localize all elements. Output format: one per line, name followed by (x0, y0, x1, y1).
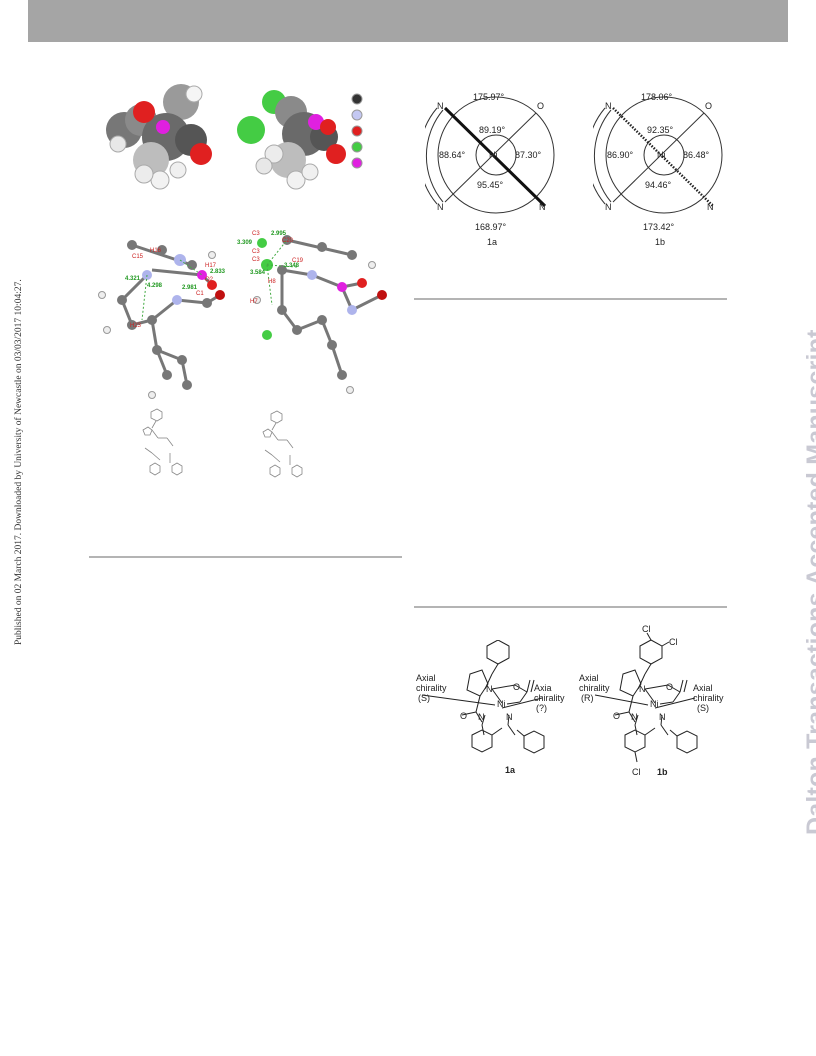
diagram-label-1b: 1b (655, 237, 665, 247)
right-divider-top (414, 298, 727, 300)
space-filling-model-1b (237, 90, 346, 190)
axial-label-left-1b-line2: chirality (579, 683, 610, 693)
atom-n-tl-1b: N (605, 101, 612, 111)
axial-label-left-1a-line2: chirality (416, 683, 447, 693)
crystal-structures: H16 C15 H17 O2 C1 H23 4.321 4.298 2.833 … (98, 231, 387, 399)
crystal-atoms-1a (98, 240, 225, 399)
chemical-structure-1b: Cl Cl Cl Axial chirality (R) Axial chira… (579, 624, 724, 777)
thumbnail-1b (262, 410, 303, 478)
compound-label-1b: 1b (657, 767, 668, 777)
label-c19: C19 (292, 258, 304, 264)
nitrogen-right-1a: N (506, 712, 513, 722)
atom-n-br-1a: N (539, 202, 546, 212)
oxygen-carbonyl-1b: O (613, 711, 620, 721)
angle-inner-bottom-1b: 94.46° (645, 180, 672, 190)
label-c15: C15 (132, 254, 144, 260)
distance-1b-2: 3.309 (237, 240, 253, 246)
ni-center-1a: Ni (489, 150, 498, 160)
right-divider-bottom (414, 606, 727, 608)
nitrogen-right-1b: N (659, 712, 666, 722)
atom-color-legend (351, 93, 363, 169)
angle-inner-top-1a: 89.19° (479, 125, 506, 135)
axial-label-left-1b-line3: (R) (581, 693, 594, 703)
label-h7: H7 (250, 299, 258, 305)
axial-label-right-1b-line2: chirality (693, 693, 724, 703)
download-watermark: Published on 02 March 2017. Downloaded b… (14, 279, 24, 645)
journal-watermark: Dalton Transactions Accepted Manuscript (802, 329, 816, 835)
label-c20: C20 (282, 238, 294, 244)
distance-1a-3: 2.833 (210, 269, 226, 275)
header-bar (28, 0, 788, 42)
nickel-1b: Ni (650, 699, 659, 709)
axial-label-right-1b-line3: (S) (697, 703, 709, 713)
nickel-1a: Ni (497, 699, 506, 709)
nitrogen-top-1a: N (486, 684, 493, 694)
axial-label-right-1b-line1: Axial (693, 683, 713, 693)
left-divider (89, 556, 402, 558)
atom-n-tl-1a: N (437, 101, 444, 111)
label-h17: H17 (205, 263, 217, 269)
atom-n-br-1b: N (707, 202, 714, 212)
distance-1b-3: 3.584 (250, 270, 266, 276)
ni-center-1b: Ni (657, 150, 666, 160)
atom-o-tr-1a: O (537, 101, 544, 111)
oxygen-ring-1b: O (666, 682, 673, 692)
thumbnail-1a (142, 408, 183, 476)
chlorine-top-1b: Cl (642, 624, 651, 634)
crystal-atoms-1b (253, 235, 387, 394)
space-filling-models (106, 84, 363, 190)
compound-label-1a: 1a (505, 765, 516, 775)
angle-bottom-1a: 168.97° (475, 222, 507, 232)
label-c3-a: C3 (252, 231, 260, 237)
nitrogen-left-1b: N (631, 712, 638, 722)
axial-label-right-1a-line2: chirality (534, 693, 565, 703)
axial-label-left-1a-line1: Axial (416, 673, 436, 683)
nitrogen-top-1b: N (639, 684, 646, 694)
angle-diagram-1a: 175.97° 89.19° 88.64° 87.30° 95.45° 168.… (425, 92, 555, 247)
distance-1a-1: 4.321 (125, 276, 141, 282)
contact-lines-1b (266, 239, 298, 306)
oxygen-ring-1a: O (513, 682, 520, 692)
atom-o-tr-1b: O (705, 101, 712, 111)
structure-thumbnails (142, 408, 303, 478)
contact-lines-1a (141, 259, 203, 321)
angle-right-1a: 87.30° (515, 150, 542, 160)
angle-inner-top-1b: 92.35° (647, 125, 674, 135)
angle-bottom-1b: 173.42° (643, 222, 675, 232)
distance-1b-4: 3.348 (284, 263, 300, 269)
distance-1b-1: 2.995 (271, 231, 287, 237)
chlorine-bottom-1b: Cl (632, 767, 641, 777)
label-c1: C1 (196, 291, 204, 297)
label-c3-c: C3 (252, 257, 260, 263)
angle-diagram-1b: 178.06° 92.35° 86.90° 86.48° 94.46° 173.… (593, 92, 723, 247)
axial-label-left-1a-line3: (S) (418, 693, 430, 703)
label-h8: H8 (268, 279, 276, 285)
space-filling-model-1a (106, 84, 212, 190)
label-h23: H23 (130, 323, 142, 329)
angle-top-1a: 175.97° (473, 92, 505, 102)
nitrogen-left-1a: N (478, 712, 485, 722)
angle-left-1a: 88.64° (439, 150, 466, 160)
label-c3-b: C3 (252, 249, 260, 255)
atom-n-bl-1b: N (605, 202, 612, 212)
axial-label-right-1a-line1: Axia (534, 683, 552, 693)
angle-left-1b: 86.90° (607, 150, 634, 160)
distance-1a-4: 2.981 (182, 285, 198, 291)
label-h16: H16 (150, 248, 162, 254)
oxygen-carbonyl-1a: O (460, 711, 467, 721)
label-o2: O2 (205, 277, 214, 283)
atom-n-bl-1a: N (437, 202, 444, 212)
chlorine-right-1b: Cl (669, 637, 678, 647)
axial-label-left-1b-line1: Axial (579, 673, 599, 683)
distance-1a-2: 4.298 (147, 283, 163, 289)
angle-right-1b: 86.48° (683, 150, 710, 160)
chemical-structure-1a: Axial chirality (S) Axia chirality (?) N… (416, 640, 565, 775)
axial-label-right-1a-line3: (?) (536, 703, 547, 713)
angle-top-1b: 178.06° (641, 92, 673, 102)
diagram-label-1a: 1a (487, 237, 497, 247)
angle-inner-bottom-1a: 95.45° (477, 180, 504, 190)
